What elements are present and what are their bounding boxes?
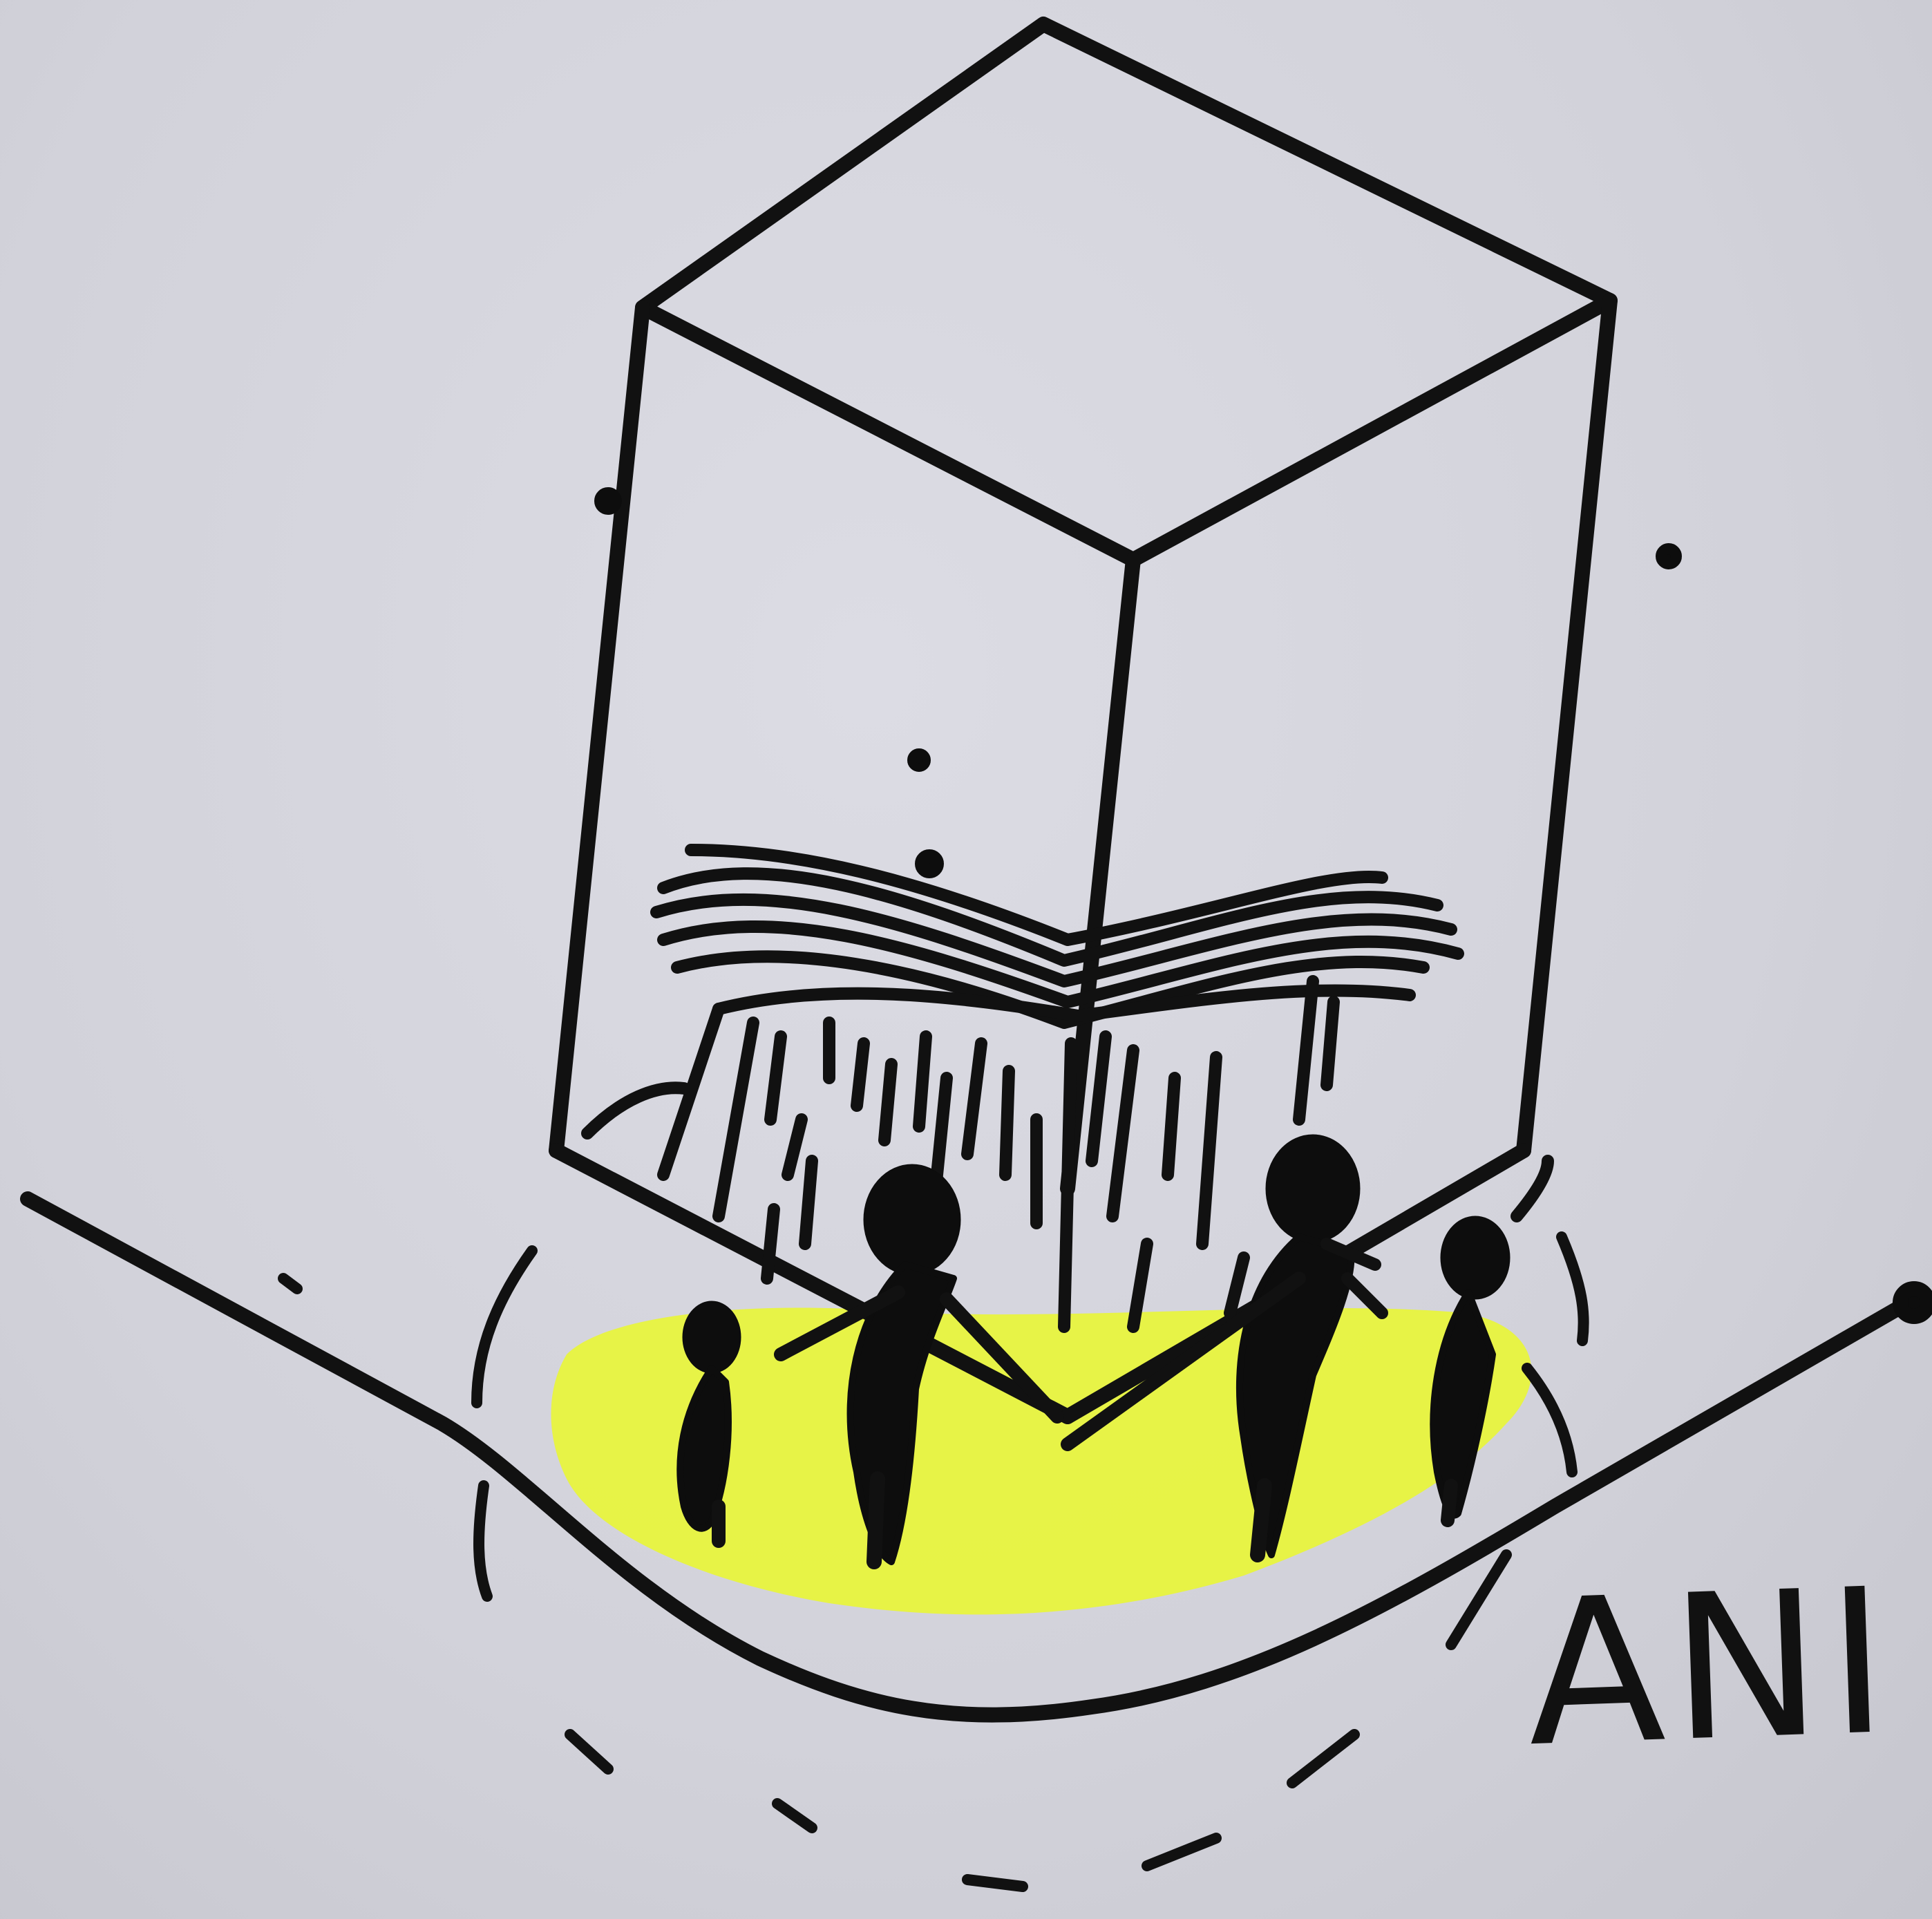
scribble-rim [656, 850, 1458, 1023]
lift-lines [587, 981, 1334, 1327]
box-icon [556, 24, 1928, 1417]
person-figure [1433, 1161, 1548, 1520]
handwritten-label: ANI [1524, 1562, 1897, 1775]
